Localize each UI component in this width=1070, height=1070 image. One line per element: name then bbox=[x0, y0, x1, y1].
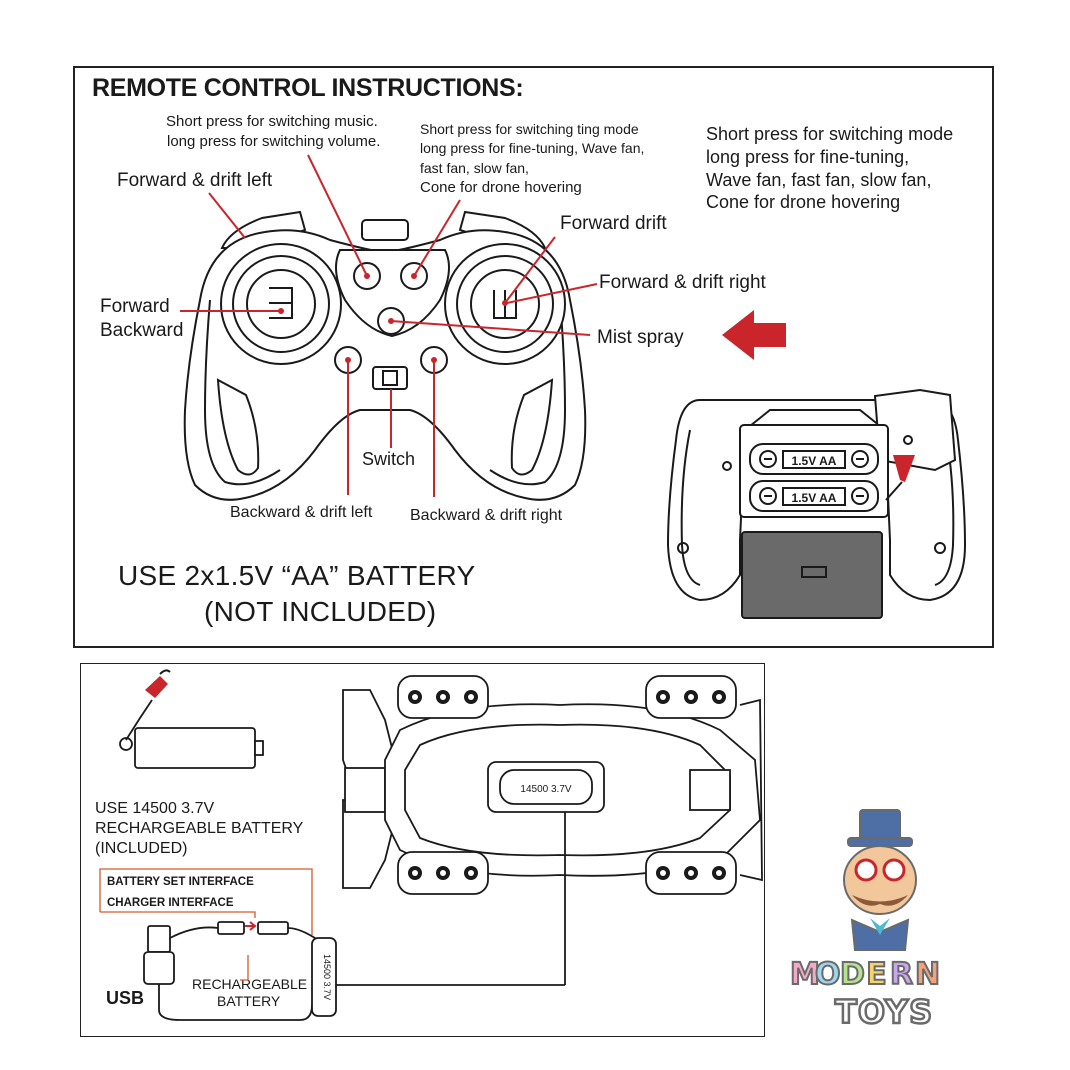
forward-drift-right-label: Forward & drift right bbox=[599, 272, 766, 293]
mode-label-line1: Short press for switching mode bbox=[706, 124, 954, 144]
forward-label: Forward bbox=[100, 296, 170, 317]
logo-letter-r: R bbox=[889, 956, 914, 993]
backward-label: Backward bbox=[100, 320, 184, 341]
logo-letter-e: E bbox=[865, 956, 888, 993]
battery-set-interface-label: BATTERY SET INTERFACE bbox=[107, 876, 254, 888]
logo-letter-n: N bbox=[914, 956, 941, 993]
ting-label-line1: Short press for switching ting mode bbox=[420, 121, 639, 137]
battery-text-line1: USE 14500 3.7V bbox=[95, 800, 215, 817]
forward-drift-left-label: Forward & drift left bbox=[117, 170, 273, 191]
aa-cell-label-2: 1.5V AA bbox=[792, 491, 837, 505]
instructions-title: REMOTE CONTROL INSTRUCTIONS: bbox=[92, 74, 524, 102]
backward-drift-right-label: Backward & drift right bbox=[410, 507, 563, 524]
logo-letter-d: D bbox=[839, 956, 866, 993]
battery-text-line3: (INCLUDED) bbox=[95, 840, 188, 857]
mist-spray-label: Mist spray bbox=[597, 327, 684, 348]
vertical-cell-label: 14500 3.7V bbox=[322, 954, 332, 1000]
logo-letter-o: O bbox=[814, 956, 842, 993]
mode-label-line4: Cone for drone hovering bbox=[706, 192, 901, 212]
logo-toys-text: TOYS bbox=[834, 992, 934, 1033]
rechargeable-label-line2: BATTERY bbox=[217, 993, 281, 1009]
ting-label-line3: fast fan, slow fan, bbox=[420, 160, 529, 176]
forward-drift-label: Forward drift bbox=[560, 213, 667, 234]
mode-label-line3: Wave fan, fast fan, slow fan, bbox=[706, 170, 932, 190]
music-label-line2: long press for switching volume. bbox=[167, 133, 381, 150]
car-cell-label: 14500 3.7V bbox=[520, 784, 571, 795]
rechargeable-label-line1: RECHARGEABLE bbox=[192, 976, 308, 992]
modern-logo: M O D E R N bbox=[789, 955, 941, 995]
mode-label-line2: long press for fine-tuning, bbox=[706, 147, 910, 167]
backward-drift-left-label: Backward & drift left bbox=[230, 504, 373, 521]
charger-interface-label: CHARGER INTERFACE bbox=[107, 897, 234, 909]
ting-label-line2: long press for fine-tuning, Wave fan, bbox=[420, 140, 645, 156]
battery-requirement-line2: (NOT INCLUDED) bbox=[204, 596, 437, 627]
aa-cell-label-1: 1.5V AA bbox=[792, 454, 837, 468]
logo-letter-m: M bbox=[789, 956, 821, 993]
battery-text-line2: RECHARGEABLE BATTERY bbox=[95, 820, 304, 837]
switch-label: Switch bbox=[362, 449, 416, 469]
ting-label-line4: Cone for drone hovering bbox=[420, 179, 582, 196]
mascot-logo bbox=[843, 809, 917, 951]
usb-label: USB bbox=[106, 988, 145, 1008]
battery-requirement-line1: USE 2x1.5V “AA” BATTERY bbox=[118, 560, 476, 591]
music-label-line1: Short press for switching music. bbox=[166, 113, 378, 130]
